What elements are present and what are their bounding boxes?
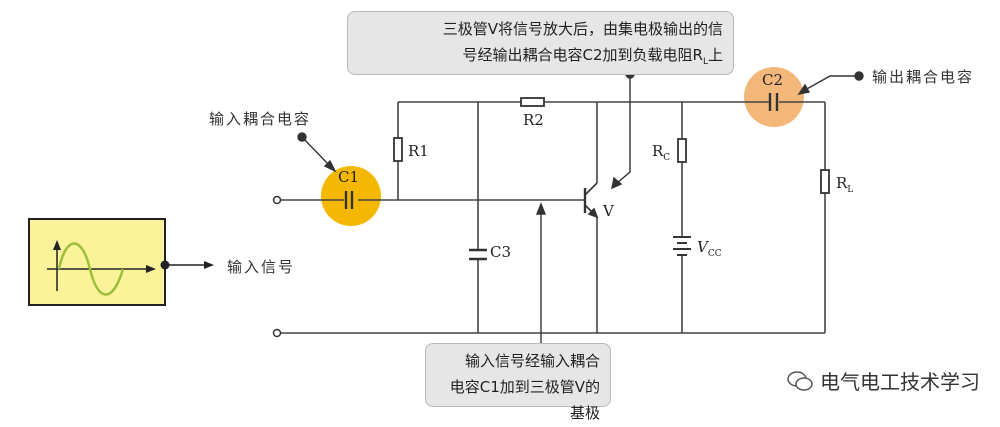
c1-label: C1 [338,168,360,186]
input-signal-label: 输入信号 [227,258,296,276]
rl-resistor [820,169,830,194]
input-coupling-cap-label: 输入耦合电容 [209,110,312,128]
r2-label: R2 [523,111,544,129]
output-coupling-cap-label: 输出耦合电容 [872,68,975,86]
transistor-symbol [583,182,599,219]
r1-resistor [393,137,403,162]
transistor-label: V [603,202,614,220]
top-callout: 三极管V将信号放大后，由集电极输出的信 号经输出耦合电容C2加到负载电阻RL上 [347,11,734,75]
vcc-battery [673,236,691,256]
watermark: 电气电工技术学习 [786,366,980,395]
rc-resistor [677,138,687,163]
signal-source-box [28,218,214,306]
rc-label: RC [652,142,671,163]
wechat-icon [787,370,813,391]
terminals [272,195,282,338]
vcc-label: VCC [697,238,722,259]
r2-resistor [520,97,545,107]
c2-highlight [744,67,804,127]
bottom-callout: 输入信号经输入耦合 电容C1加到三极管V的基极 [425,343,611,422]
c2-label: C2 [762,71,784,89]
rl-label: RL [836,174,854,195]
r1-label: R1 [408,142,429,160]
c3-label: C3 [490,243,512,261]
